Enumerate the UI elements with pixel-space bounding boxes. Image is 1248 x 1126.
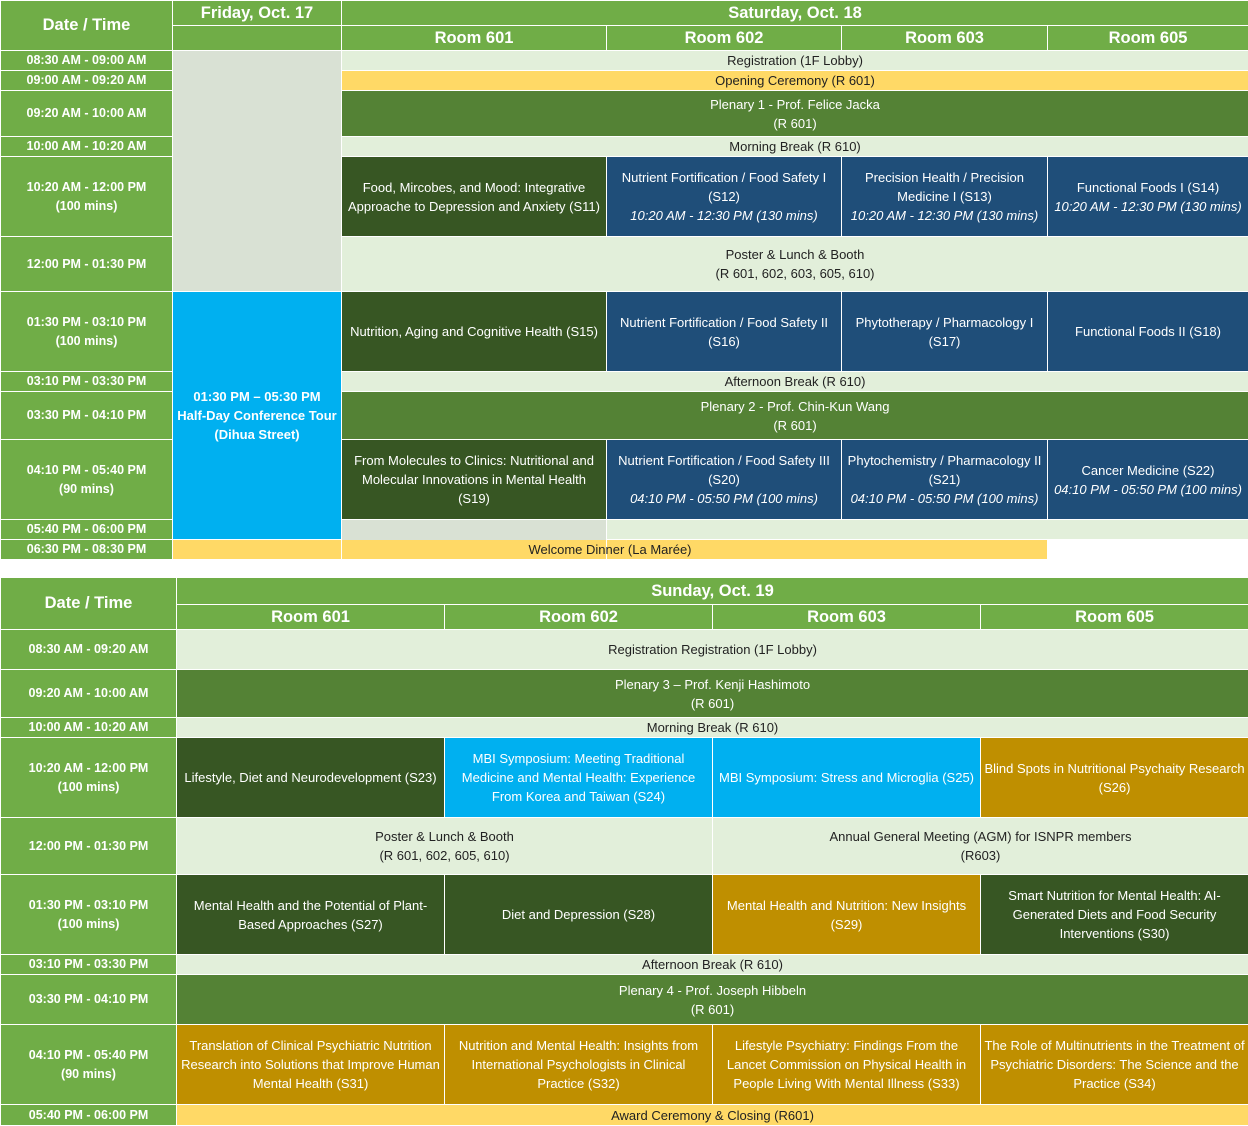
header-sunday: Sunday, Oct. 19 [177, 578, 1248, 605]
agm-cell: Annual General Meeting (AGM) for ISNPR m… [713, 818, 1248, 875]
header-room-603: Room 603 [842, 26, 1048, 51]
time-slot: 06:30 PM - 08:30 PM [1, 540, 173, 560]
header-room-601: Room 601 [342, 26, 607, 51]
registration-cell: Registration (1F Lobby) [342, 51, 1248, 71]
session-s34: The Role of Multinutrients in the Treatm… [981, 1025, 1248, 1105]
session-s33: Lifestyle Psychiatry: Findings From the … [713, 1025, 981, 1105]
time-slot: 05:40 PM - 06:00 PM [1, 1105, 177, 1126]
session-s15: Nutrition, Aging and Cognitive Health (S… [342, 292, 607, 372]
lunch-cell: Poster & Lunch & Booth(R 601, 602, 603, … [342, 237, 1248, 292]
session-s24: MBI Symposium: Meeting Traditional Medic… [445, 738, 713, 818]
time-slot: 03:30 PM - 04:10 PM [1, 975, 177, 1025]
session-s30: Smart Nutrition for Mental Health: AI-Ge… [981, 875, 1248, 955]
schedule-table-sunday: Date / Time Sunday, Oct. 19 Room 601 Roo… [0, 577, 1248, 1126]
session-s32: Nutrition and Mental Health: Insights fr… [445, 1025, 713, 1105]
header-room-605: Room 605 [1048, 26, 1248, 51]
time-slot: 08:30 AM - 09:00 AM [1, 51, 173, 71]
time-slot: 04:10 PM - 05:40 PM(90 mins) [1, 1025, 177, 1105]
time-slot: 09:00 AM - 09:20 AM [1, 71, 173, 91]
plenary-2-cell: Plenary 2 - Prof. Chin-Kun Wang(R 601) [342, 392, 1248, 440]
plenary-4-cell: Plenary 4 - Prof. Joseph Hibbeln(R 601) [177, 975, 1248, 1025]
afternoon-break-cell: Afternoon Break (R 610) [177, 955, 1248, 975]
session-s17: Phytotherapy / Pharmacology I (S17) [842, 292, 1048, 372]
registration-cell: Registration Registration (1F Lobby) [177, 630, 1248, 670]
saturday-evening-empty [607, 520, 1248, 540]
session-s31: Translation of Clinical Psychiatric Nutr… [177, 1025, 445, 1105]
session-s14: Functional Foods I (S14)10:20 AM - 12:30… [1048, 157, 1248, 237]
opening-ceremony-cell: Opening Ceremony (R 601) [342, 71, 1248, 91]
time-slot: 09:20 AM - 10:00 AM [1, 91, 173, 137]
session-s13: Precision Health / Precision Medicine I … [842, 157, 1048, 237]
time-slot: 09:20 AM - 10:00 AM [1, 670, 177, 718]
session-s18: Functional Foods II (S18) [1048, 292, 1248, 372]
header-date-time: Date / Time [1, 1, 173, 51]
session-s20: Nutrient Fortification / Food Safety III… [607, 440, 842, 520]
time-slot: 01:30 PM - 03:10 PM(100 mins) [1, 875, 177, 955]
time-slot: 10:00 AM - 10:20 AM [1, 137, 173, 157]
header-saturday: Saturday, Oct. 18 [342, 1, 1248, 26]
time-slot: 03:10 PM - 03:30 PM [1, 955, 177, 975]
time-slot: 04:10 PM - 05:40 PM(90 mins) [1, 440, 173, 520]
header-room-605: Room 605 [981, 605, 1248, 630]
header-date-time: Date / Time [1, 578, 177, 630]
time-slot: 10:20 AM - 12:00 PM(100 mins) [1, 738, 177, 818]
time-slot: 08:30 AM - 09:20 AM [1, 630, 177, 670]
session-s26: Blind Spots in Nutritional Psychaity Res… [981, 738, 1248, 818]
time-slot: 03:10 PM - 03:30 PM [1, 372, 173, 392]
header-room-603: Room 603 [713, 605, 981, 630]
schedule-table-fri-sat: Date / Time Friday, Oct. 17 Saturday, Oc… [0, 0, 1248, 560]
welcome-dinner-cell: Welcome Dinner (La Marée) [173, 540, 1048, 560]
lunch-cell: Poster & Lunch & Booth(R 601, 602, 605, … [177, 818, 713, 875]
session-s28: Diet and Depression (S28) [445, 875, 713, 955]
session-s21: Phytochemistry / Pharmacology II (S21)04… [842, 440, 1048, 520]
session-s22: Cancer Medicine (S22)04:10 PM - 05:50 PM… [1048, 440, 1248, 520]
time-slot: 12:00 PM - 01:30 PM [1, 237, 173, 292]
session-s23: Lifestyle, Diet and Neurodevelopment (S2… [177, 738, 445, 818]
header-room-601: Room 601 [177, 605, 445, 630]
friday-morning-empty [173, 51, 342, 292]
morning-break-cell: Morning Break (R 610) [177, 718, 1248, 738]
session-s12: Nutrient Fortification / Food Safety I (… [607, 157, 842, 237]
time-slot: 03:30 PM - 04:10 PM [1, 392, 173, 440]
session-s27: Mental Health and the Potential of Plant… [177, 875, 445, 955]
plenary-3-cell: Plenary 3 – Prof. Kenji Hashimoto(R 601) [177, 670, 1248, 718]
header-friday-blank [173, 26, 342, 51]
closing-ceremony-cell: Award Ceremony & Closing (R601) [177, 1105, 1248, 1126]
session-s11: Food, Mircobes, and Mood: Integrative Ap… [342, 157, 607, 237]
header-room-602: Room 602 [445, 605, 713, 630]
time-slot: 01:30 PM - 03:10 PM(100 mins) [1, 292, 173, 372]
session-s29: Mental Health and Nutrition: New Insight… [713, 875, 981, 955]
afternoon-break-cell: Afternoon Break (R 610) [342, 372, 1248, 392]
session-s19: From Molecules to Clinics: Nutritional a… [342, 440, 607, 520]
time-slot: 10:20 AM - 12:00 PM(100 mins) [1, 157, 173, 237]
time-slot: 05:40 PM - 06:00 PM [1, 520, 173, 540]
header-friday: Friday, Oct. 17 [173, 1, 342, 26]
morning-break-cell: Morning Break (R 610) [342, 137, 1248, 157]
session-s25: MBI Symposium: Stress and Microglia (S25… [713, 738, 981, 818]
session-s16: Nutrient Fortification / Food Safety II … [607, 292, 842, 372]
header-room-602: Room 602 [607, 26, 842, 51]
plenary-1-cell: Plenary 1 - Prof. Felice Jacka(R 601) [342, 91, 1248, 137]
time-slot: 12:00 PM - 01:30 PM [1, 818, 177, 875]
time-slot: 10:00 AM - 10:20 AM [1, 718, 177, 738]
